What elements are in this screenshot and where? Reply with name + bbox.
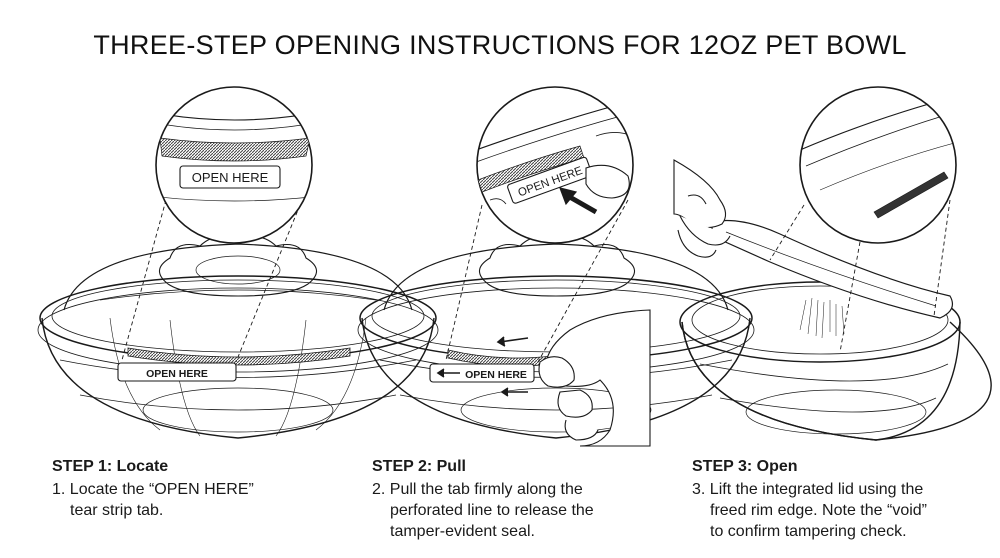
page-title: THREE-STEP OPENING INSTRUCTIONS FOR 12OZ… <box>93 30 907 60</box>
bowl-3 <box>673 159 992 441</box>
pull-arrow-icon <box>436 336 529 397</box>
bowl-1: OPEN HERE <box>37 235 439 439</box>
magnifier-2: OPEN HERE <box>476 86 634 244</box>
step-1-illustration: OPEN HERE OPEN HERE <box>37 86 439 439</box>
step-2-line-3: tamper-evident seal. <box>390 523 535 540</box>
magnifier-3 <box>799 86 957 244</box>
step-2-line-2: perforated line to release the <box>390 502 594 519</box>
step-2-line-1: 2. Pull the tab firmly along the <box>372 481 583 498</box>
step-1-line-2: tear strip tab. <box>70 502 164 519</box>
step-3-line-2: freed rim edge. Note the “void” <box>710 502 927 519</box>
tab-label-1-zoom: OPEN HERE <box>192 170 269 185</box>
tab-label-1: OPEN HERE <box>146 368 208 380</box>
step-2-heading: STEP 2: Pull <box>372 458 466 475</box>
step-2-text: STEP 2: Pull 2. Pull the tab firmly alon… <box>372 456 662 542</box>
step-3-text: STEP 3: Open 3. Lift the integrated lid … <box>692 456 982 542</box>
step-1-heading: STEP 1: Locate <box>52 458 169 475</box>
step-3-illustration <box>673 86 992 441</box>
bowl-2: OPEN HERE <box>357 235 755 447</box>
tab-label-2: OPEN HERE <box>465 369 527 381</box>
step-3-heading: STEP 3: Open <box>692 458 798 475</box>
step-1-text: STEP 1: Locate 1. Locate the “OPEN HERE”… <box>52 456 342 521</box>
arrow-icon <box>559 187 598 215</box>
step-2-illustration: OPEN HERE <box>357 86 755 447</box>
step-1-line-1: 1. Locate the “OPEN HERE” <box>52 481 254 498</box>
step-3-line-3: to confirm tampering check. <box>710 523 907 540</box>
void-mark <box>873 171 949 219</box>
step-3-line-1: 3. Lift the integrated lid using the <box>692 481 924 498</box>
magnifier-1: OPEN HERE <box>155 86 313 244</box>
hand-icon <box>673 159 731 258</box>
hand-icon <box>538 309 651 447</box>
